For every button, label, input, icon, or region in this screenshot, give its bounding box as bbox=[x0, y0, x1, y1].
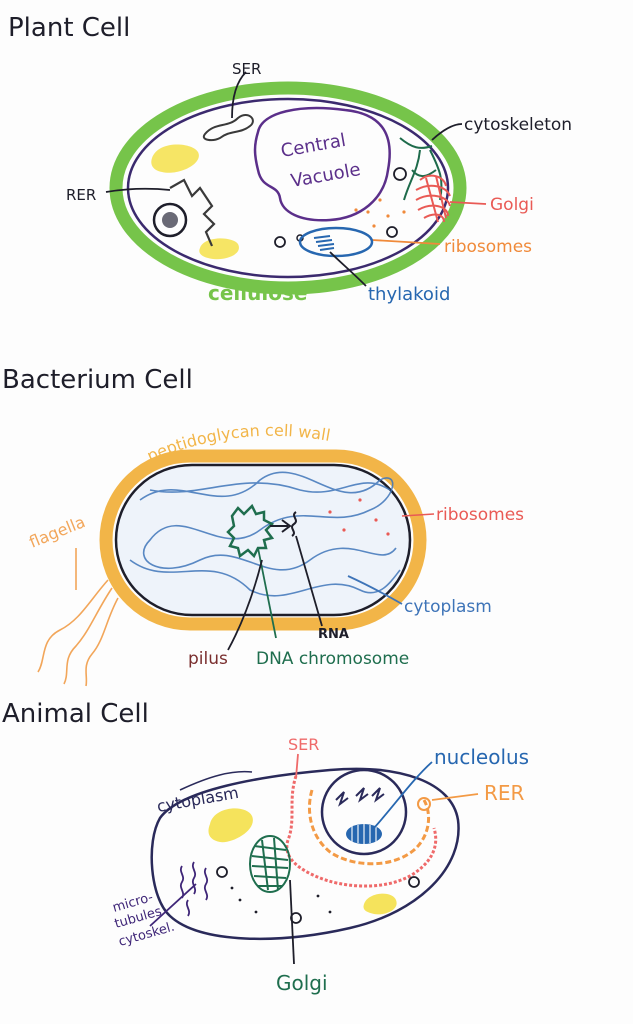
plant-cell-diagram: Plant Cell Central Vacuole SER RER cytos… bbox=[8, 13, 572, 305]
plant-vesicle-4 bbox=[386, 226, 398, 238]
bacteria-cytoplasm-label: cytoplasm bbox=[404, 597, 492, 617]
thylakoid-stack bbox=[313, 235, 335, 251]
animal-chromatin bbox=[335, 787, 385, 807]
central-vacuole-label-2: Vacuole bbox=[289, 159, 362, 192]
plant-ribosomes-label: ribosomes bbox=[444, 237, 532, 257]
animal-cell-membrane bbox=[150, 767, 460, 941]
animal-rer-leader bbox=[431, 793, 479, 801]
bacteria-ribosomes-label: ribosomes bbox=[436, 505, 524, 525]
animal-golgi bbox=[249, 835, 291, 893]
bacterium-title: Bacterium Cell bbox=[2, 365, 193, 395]
plant-cytoskeleton-label: cytoskeleton bbox=[464, 115, 572, 135]
plant-ser bbox=[202, 114, 254, 142]
plant-cellulose-wall bbox=[109, 81, 467, 295]
plant-rer bbox=[169, 178, 216, 247]
animal-nucleolus-label: nucleolus bbox=[434, 745, 529, 769]
plant-ribosome-dots bbox=[354, 198, 406, 228]
bacteria-flagella bbox=[37, 579, 119, 687]
bacteria-rna-arrowhead bbox=[281, 519, 292, 533]
bacteria-cytoplasm-scribble bbox=[129, 471, 401, 597]
animal-rer bbox=[308, 789, 431, 866]
animal-nucleolus-stripes bbox=[351, 824, 377, 844]
animal-nucleolus-leader bbox=[373, 761, 433, 829]
animal-cell-diagram: Animal Cell nucleolus SER RER bbox=[2, 699, 529, 995]
plant-rer-label: RER bbox=[66, 186, 96, 204]
plant-vesicle-2 bbox=[274, 236, 286, 248]
plant-vesicle-1 bbox=[393, 167, 407, 181]
bacteria-rna-label: RNA bbox=[318, 627, 349, 642]
bacteria-cytoplasm-leader bbox=[347, 575, 403, 605]
bacteria-ribosome-dots bbox=[328, 498, 390, 536]
bacteria-dna-label: DNA chromosome bbox=[256, 649, 409, 669]
plant-nucleus bbox=[152, 202, 188, 238]
bacteria-pilus-leader bbox=[227, 559, 263, 651]
bacteria-rna-leader bbox=[295, 535, 323, 627]
animal-golgi-label: Golgi bbox=[276, 971, 328, 995]
animal-microtubules-leader bbox=[149, 883, 197, 927]
plant-ser-label: SER bbox=[232, 60, 261, 78]
bacteria-rna-squiggle bbox=[291, 511, 297, 537]
animal-vesicle-2 bbox=[290, 912, 302, 924]
animal-microtubules bbox=[179, 861, 209, 917]
animal-ribosome-dots bbox=[230, 886, 332, 914]
plant-cell-membrane bbox=[126, 97, 450, 279]
plant-ribosomes-leader bbox=[371, 239, 441, 245]
central-vacuole-label-1: Central bbox=[279, 130, 347, 162]
plant-rer-leader bbox=[105, 187, 171, 193]
bacteria-cell-wall bbox=[99, 449, 427, 631]
animal-ser-leader bbox=[295, 753, 299, 779]
thylakoid-label: thylakoid bbox=[368, 284, 450, 305]
animal-vesicle-1 bbox=[216, 866, 228, 878]
animal-ser bbox=[285, 775, 438, 888]
bacteria-flagella-label: flagella bbox=[26, 512, 87, 552]
plant-nucleolus bbox=[162, 212, 178, 228]
plant-golgi-label: Golgi bbox=[490, 195, 534, 215]
bacteria-pilus-label: pilus bbox=[188, 649, 228, 669]
animal-cytoplasm-leader bbox=[179, 770, 253, 791]
animal-ser-label: SER bbox=[288, 735, 319, 754]
thylakoid-leader bbox=[329, 251, 367, 287]
plant-cytoskeleton bbox=[399, 137, 443, 201]
animal-mitochondrion-bottom bbox=[363, 893, 397, 915]
plant-golgi-leader bbox=[449, 201, 487, 205]
animal-title: Animal Cell bbox=[2, 699, 149, 729]
plant-chloroplast-top bbox=[151, 144, 199, 173]
plant-chloroplast-main bbox=[298, 226, 374, 258]
plant-cytoskeleton-leader bbox=[431, 123, 463, 141]
cellulose-label: cellulose bbox=[208, 281, 307, 305]
plant-title: Plant Cell bbox=[8, 13, 130, 43]
bacteria-dna-chromosome bbox=[226, 503, 275, 559]
bacterium-cell-diagram: Bacterium Cell peptidoglycan cell wall r… bbox=[2, 365, 524, 687]
animal-rer-vesicle bbox=[417, 797, 431, 811]
plant-golgi bbox=[415, 174, 451, 223]
bacteria-ribosomes-leader bbox=[401, 513, 435, 517]
animal-nucleus bbox=[320, 768, 408, 856]
animal-vesicle-3 bbox=[408, 876, 420, 888]
central-vacuole bbox=[253, 106, 391, 222]
animal-rer-label: RER bbox=[484, 781, 525, 805]
plant-ser-leader bbox=[231, 71, 247, 119]
plant-chloroplast-bottom bbox=[199, 238, 239, 260]
animal-mitochondrion-top bbox=[208, 808, 253, 843]
